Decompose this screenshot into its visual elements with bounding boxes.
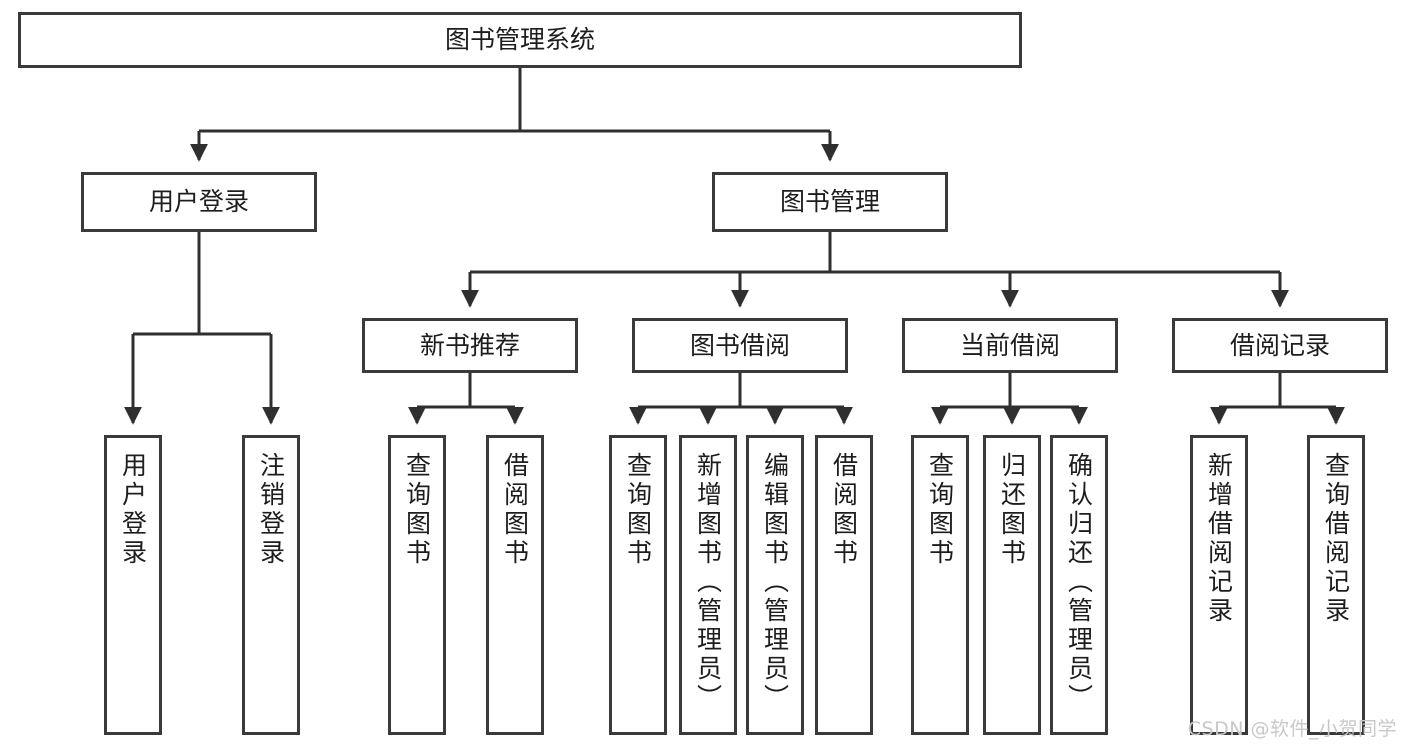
- node-leaf-query-book-borrow-label: 查询图书: [623, 452, 653, 568]
- node-new-book-recommend[interactable]: 新书推荐: [362, 318, 578, 373]
- node-leaf-confirm-return-admin-label: 确认归还（管理员）: [1064, 452, 1094, 713]
- node-leaf-borrow-book-label: 借阅图书: [829, 452, 859, 568]
- node-leaf-query-book-current-label: 查询图书: [925, 452, 955, 568]
- node-leaf-query-book-newbook-label: 查询图书: [402, 452, 432, 568]
- node-root-label: 图书管理系统: [444, 25, 595, 55]
- node-leaf-add-book-admin-label: 新增图书（管理员）: [693, 452, 723, 713]
- node-user-login-label: 用户登录: [148, 187, 249, 217]
- node-current-borrow[interactable]: 当前借阅: [902, 318, 1118, 373]
- node-leaf-return-book-label: 归还图书: [997, 452, 1027, 568]
- node-leaf-query-borrow-record-label: 查询借阅记录: [1321, 452, 1351, 626]
- node-user-login[interactable]: 用户登录: [81, 172, 317, 232]
- node-leaf-borrow-book-newbook[interactable]: 借阅图书: [486, 435, 544, 735]
- node-leaf-confirm-return-admin[interactable]: 确认归还（管理员）: [1050, 435, 1108, 735]
- node-leaf-borrow-book[interactable]: 借阅图书: [815, 435, 873, 735]
- node-current-borrow-label: 当前借阅: [959, 330, 1060, 360]
- node-book-management[interactable]: 图书管理: [712, 172, 948, 232]
- node-leaf-add-book-admin[interactable]: 新增图书（管理员）: [679, 435, 737, 735]
- node-new-book-recommend-label: 新书推荐: [419, 330, 520, 360]
- node-borrow-record[interactable]: 借阅记录: [1172, 318, 1388, 373]
- node-book-borrow-label: 图书借阅: [689, 330, 790, 360]
- node-borrow-record-label: 借阅记录: [1229, 330, 1330, 360]
- node-book-borrow[interactable]: 图书借阅: [632, 318, 848, 373]
- node-leaf-add-borrow-record[interactable]: 新增借阅记录: [1190, 435, 1248, 735]
- node-leaf-query-book-borrow[interactable]: 查询图书: [609, 435, 667, 735]
- node-leaf-logout-label: 注销登录: [256, 452, 286, 568]
- node-leaf-query-book-newbook[interactable]: 查询图书: [388, 435, 446, 735]
- node-leaf-user-login-label: 用户登录: [118, 452, 148, 568]
- node-root[interactable]: 图书管理系统: [18, 12, 1022, 68]
- node-leaf-edit-book-admin-label: 编辑图书（管理员）: [760, 452, 790, 713]
- node-book-management-label: 图书管理: [779, 187, 880, 217]
- node-leaf-add-borrow-record-label: 新增借阅记录: [1204, 452, 1234, 626]
- node-leaf-user-login[interactable]: 用户登录: [104, 435, 162, 735]
- node-leaf-query-book-current[interactable]: 查询图书: [911, 435, 969, 735]
- node-leaf-logout[interactable]: 注销登录: [242, 435, 300, 735]
- node-leaf-return-book[interactable]: 归还图书: [983, 435, 1041, 735]
- node-leaf-edit-book-admin[interactable]: 编辑图书（管理员）: [746, 435, 804, 735]
- node-leaf-borrow-book-newbook-label: 借阅图书: [500, 452, 530, 568]
- node-leaf-query-borrow-record[interactable]: 查询借阅记录: [1307, 435, 1365, 735]
